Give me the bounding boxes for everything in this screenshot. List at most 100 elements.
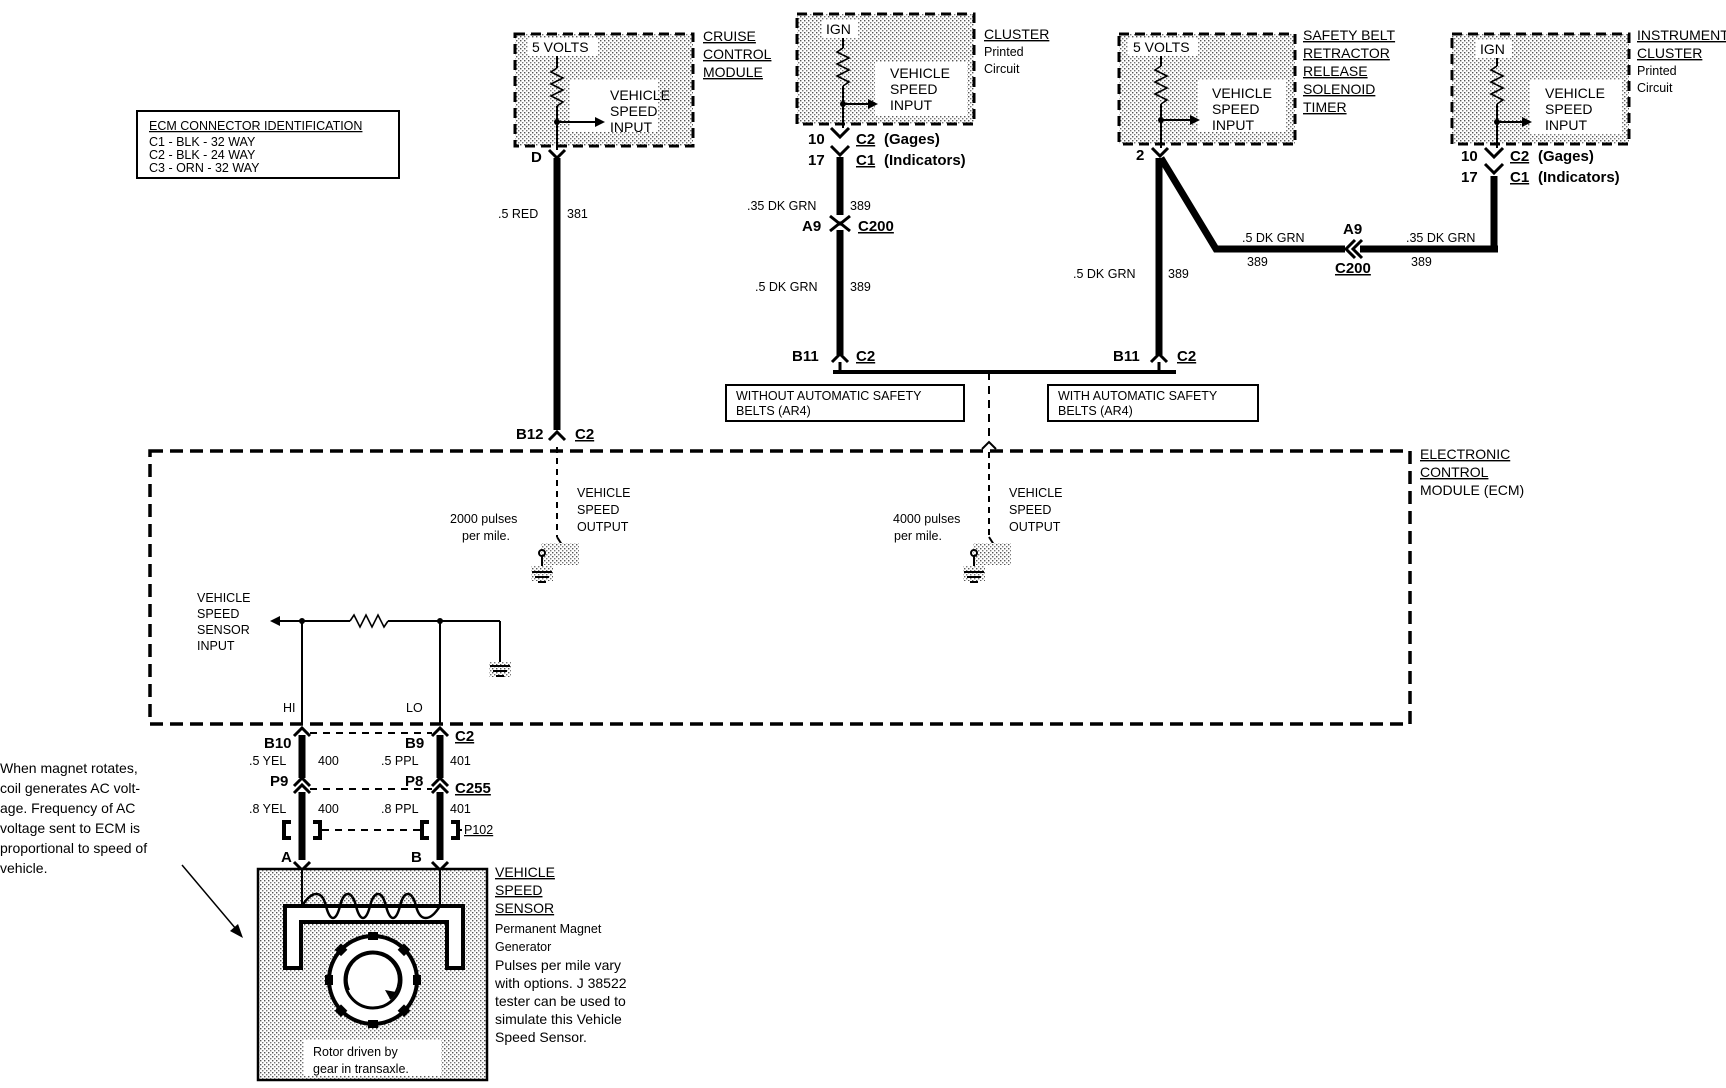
cruise-control-module: 5 VOLTS VEHICLE SPEED INPUT CRUISE CONTR… <box>513 28 772 150</box>
ic-mid-ecm-conn: C2 <box>856 348 875 365</box>
vss-wire-ppl-8: .8 PPL <box>381 802 419 816</box>
ic-mid-pin-17: 17 <box>808 152 825 169</box>
vehicle-speed-sensor: Rotor driven by gear in transaxle. VEHIC… <box>256 864 627 1082</box>
ic-right-conn-c2-note: (Gages) <box>1538 148 1594 165</box>
vss-pin-p8: P8 <box>405 773 423 790</box>
belt-wire-down: .5 DK GRN <box>1073 267 1136 281</box>
ic-right-conn-c1-note: (Indicators) <box>1538 169 1620 186</box>
vss-rotor-l1: Rotor driven by <box>313 1045 399 1059</box>
note-l4: voltage sent to ECM is <box>0 820 140 836</box>
belt-ecm-conn: C2 <box>1177 348 1196 365</box>
ecm-vss-input-l1: VEHICLE <box>197 591 251 605</box>
ic-mid-input-l1: VEHICLE <box>890 65 950 81</box>
ecm-output-2000: VEHICLE SPEED OUTPUT 2000 pulses per mil… <box>450 447 631 583</box>
ecm-vss-input-circuit: VEHICLE SPEED SENSOR INPUT HI LO <box>197 591 511 724</box>
ecm-out-2000-l2: SPEED <box>577 503 619 517</box>
belt-name-l3: RELEASE <box>1303 63 1368 79</box>
belt-ecm-pin: B11 <box>1113 348 1140 365</box>
ecm-out-4000-l1: VEHICLE <box>1009 486 1063 500</box>
ic-right-name-l1: INSTRUMENT <box>1637 27 1726 43</box>
belt-name-l5: TIMER <box>1303 99 1347 115</box>
cruise-name-l2: CONTROL <box>703 46 772 62</box>
vss-desc-l2: with options. J 38522 <box>494 975 627 991</box>
belt-pin-2: 2 <box>1136 147 1144 164</box>
ic-mid-inline-pin: A9 <box>802 218 821 235</box>
vss-wire-yel-5: .5 YEL <box>249 754 286 768</box>
option-with-box: WITH AUTOMATIC SAFETY BELTS (AR4) <box>1047 384 1259 422</box>
cruise-wire-circuit: 381 <box>567 207 588 221</box>
belt-circuit-ic: 389 <box>1411 255 1432 269</box>
ic-right-sub-l1: Printed <box>1637 64 1677 78</box>
belt-wire-ic: .35 DK GRN <box>1406 231 1475 245</box>
cruise-wire-381: D .5 RED 381 <box>498 148 588 430</box>
ecm-vss-input-l2: SPEED <box>197 607 239 621</box>
ecm-name-l3: MODULE (ECM) <box>1420 482 1524 498</box>
ic-right-pin-10: 10 <box>1461 148 1478 165</box>
ecm-pulses-4000-l2: per mile. <box>894 529 942 543</box>
ecm-name-l1: ELECTRONIC <box>1420 446 1510 462</box>
ic-mid-wire-top: .35 DK GRN <box>747 199 816 213</box>
ecm-box: ELECTRONIC CONTROL MODULE (ECM) <box>148 446 1524 726</box>
vss-pin-p9: P9 <box>270 773 288 790</box>
cruise-name-l1: CRUISE <box>703 28 756 44</box>
cruise-input-l2: SPEED <box>610 103 657 119</box>
ic-right-input-l1: VEHICLE <box>1545 85 1605 101</box>
ic-right-ign: IGN <box>1480 41 1505 57</box>
vss-desc-l5: Speed Sensor. <box>495 1029 587 1045</box>
ic-mid-sub-l1: Printed <box>984 45 1024 59</box>
ecm-b12-pin: B12 <box>516 426 544 443</box>
ecm-hi-label: HI <box>283 701 296 715</box>
ecm-lo-label: LO <box>406 701 423 715</box>
vss-circ-400-a: 400 <box>318 754 339 768</box>
belt-name-l2: RETRACTOR <box>1303 45 1390 61</box>
ecm-id-title: ECM CONNECTOR IDENTIFICATION <box>149 119 362 133</box>
ic-mid-conn-c2: C2 <box>856 131 875 148</box>
vss-pin-a: A <box>281 849 292 866</box>
ic-mid-conn-c1-note: (Indicators) <box>884 152 966 169</box>
vss-wire-ppl-5: .5 PPL <box>381 754 419 768</box>
option-with-l2: BELTS (AR4) <box>1058 404 1133 418</box>
ecm-output-4000: VEHICLE SPEED OUTPUT 4000 pulses per mil… <box>893 452 1063 583</box>
ecm-pulses-4000-l1: 4000 pulses <box>893 512 960 526</box>
ecm-id-line-c2: C2 - BLK - 24 WAY <box>149 148 256 162</box>
cruise-name-l3: MODULE <box>703 64 763 80</box>
note-l6: vehicle. <box>0 860 47 876</box>
ic-mid-input-l2: SPEED <box>890 81 937 97</box>
ic-right-conn-c1: C1 <box>1510 169 1529 186</box>
vss-desc-l4: simulate this Vehicle <box>495 1011 622 1027</box>
note-l3: age. Frequency of AC <box>0 800 135 816</box>
ecm-name-l2: CONTROL <box>1420 464 1489 480</box>
ic-right-pin-17: 17 <box>1461 169 1478 186</box>
ic-right-sub-l2: Circuit <box>1637 81 1673 95</box>
ecm-id-line-c1: C1 - BLK - 32 WAY <box>149 135 256 149</box>
ic-mid-ecm-pin: B11 <box>792 348 819 365</box>
ecm-out-4000-l2: SPEED <box>1009 503 1051 517</box>
belt-volts: 5 VOLTS <box>1133 39 1190 55</box>
ecm-pulses-2000-l2: per mile. <box>462 529 510 543</box>
rotor-teeth <box>325 932 421 1028</box>
vss-wire-yel-8: .8 YEL <box>249 802 286 816</box>
cruise-wire-color: .5 RED <box>498 207 538 221</box>
vss-name-l1: VEHICLE <box>495 864 555 880</box>
note-l1: When magnet rotates, <box>0 760 138 776</box>
vss-pin-b10: B10 <box>264 735 292 752</box>
ecm-b12-connector: B12 C2 <box>516 426 594 443</box>
ecm-out-2000-l3: OUTPUT <box>577 520 629 534</box>
ic-mid-wire-389: .35 DK GRN 389 A9 C200 .5 DK GRN 389 B11… <box>747 157 894 365</box>
vss-name-l3: SENSOR <box>495 900 554 916</box>
ic-right-name-l2: CLUSTER <box>1637 45 1702 61</box>
instrument-cluster-mid: IGN VEHICLE SPEED INPUT CLUSTER Printed … <box>795 12 1049 128</box>
option-without-l2: BELTS (AR4) <box>736 404 811 418</box>
ic-mid-circuit-top: 389 <box>850 199 871 213</box>
ic-mid-pin-10: 10 <box>808 131 825 148</box>
ic-mid-conn-c1: C1 <box>856 152 875 169</box>
vss-conn-p102: P102 <box>464 823 493 837</box>
vss-name-l2: SPEED <box>495 882 542 898</box>
belt-inline-conn: C200 <box>1335 260 1371 277</box>
cruise-volts: 5 VOLTS <box>532 39 589 55</box>
option-without-box: WITHOUT AUTOMATIC SAFETY BELTS (AR4) <box>725 384 965 422</box>
vss-conn-c255: C255 <box>455 780 491 797</box>
vss-harness: B10 B9 C2 .5 YEL 400 .5 PPL 401 P9 P8 C2… <box>249 725 493 873</box>
ic-mid-sub-l2: Circuit <box>984 62 1020 76</box>
